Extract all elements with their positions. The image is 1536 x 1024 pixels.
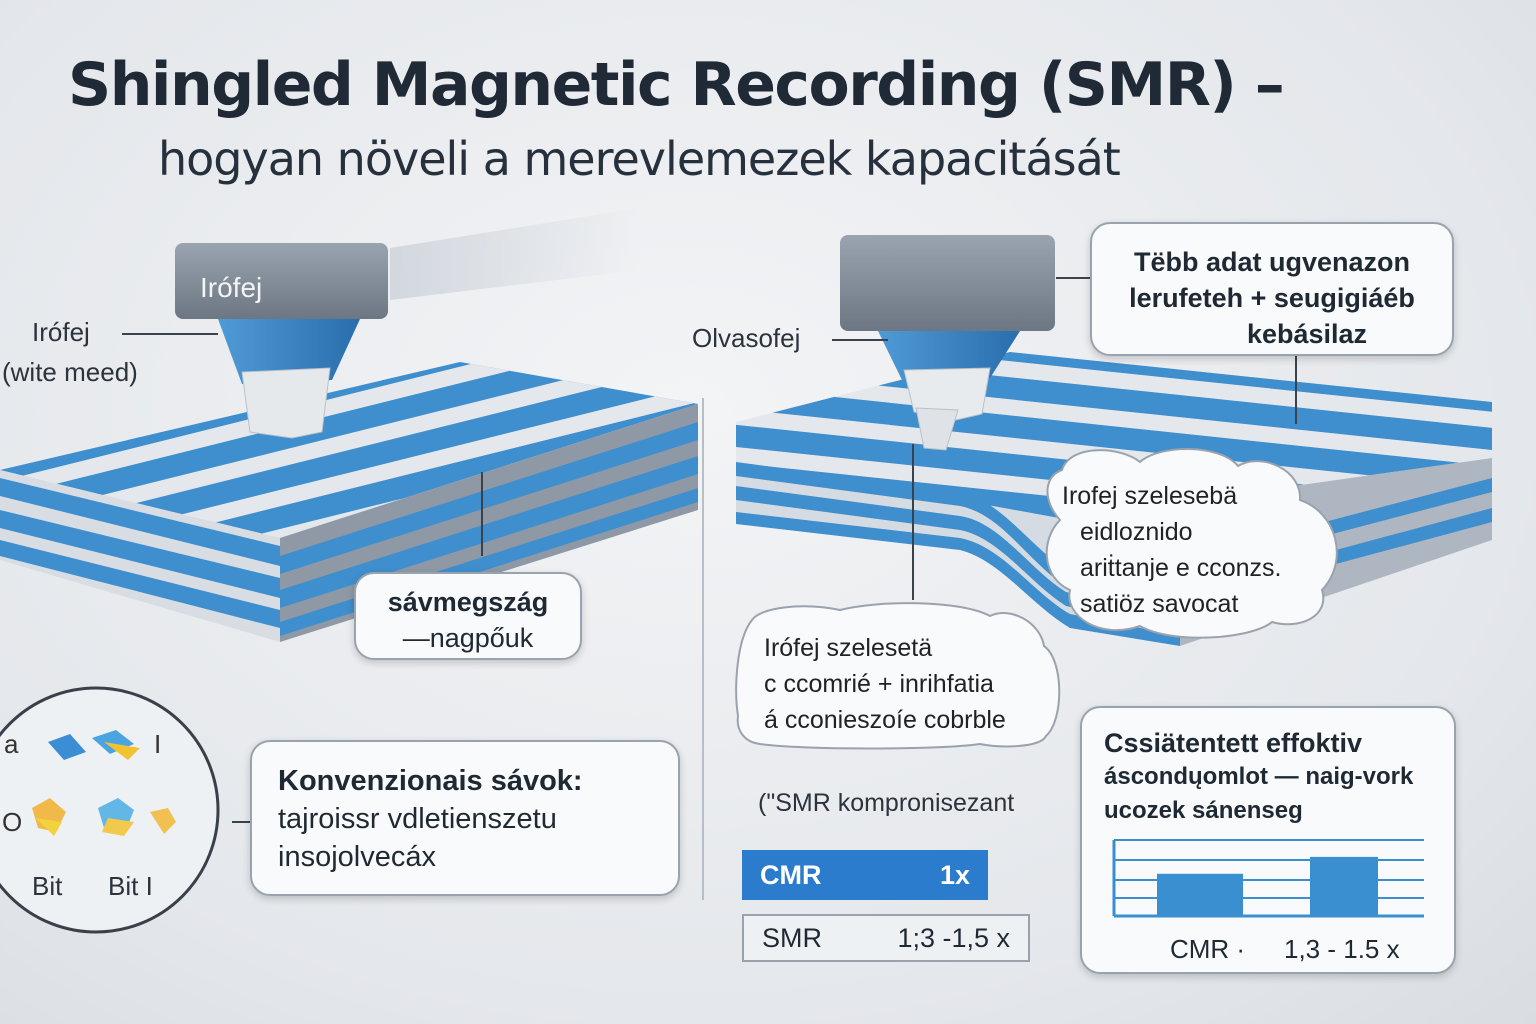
density-line1: Tëbb adat ugvenazon bbox=[1133, 247, 1411, 277]
density-box: Tëbb adat ugvenazon lerufeteh + seugigiá… bbox=[1090, 222, 1454, 356]
write-head-label-sub: (wite meed) bbox=[2, 357, 138, 387]
cloud1-line4: satiöz savocat bbox=[1080, 590, 1239, 618]
write-head-label-name: Irófej bbox=[32, 317, 90, 347]
capacity-line2: áscondųomlot — naig-vork bbox=[1104, 763, 1414, 790]
cloud2-text: Irófej szelesetä c ccomrié + inrihfatia … bbox=[764, 630, 1006, 738]
cloud2-line1: Irófej szelesetä bbox=[764, 634, 933, 662]
smr-row-value: 1;3 -1,5 x bbox=[897, 922, 1010, 953]
density-line3: kebásilaz bbox=[1246, 319, 1368, 349]
capacity-line1: Cssiätentett effoktiv bbox=[1104, 728, 1363, 758]
track-gap-line1: sávmegszág bbox=[387, 587, 549, 617]
conventional-line2: tajroissr vdletienszetu bbox=[278, 803, 557, 835]
density-line2: lerufeteh + seugigiáéb bbox=[1129, 283, 1415, 313]
bit-zoom-circle bbox=[0, 686, 220, 934]
right-read-head bbox=[840, 235, 1055, 451]
conventional-line3: insojolvecáx bbox=[278, 841, 436, 873]
chart-bar-2 bbox=[1310, 856, 1378, 916]
track-gap-box: sávmegszág —nagpőuk bbox=[354, 572, 582, 660]
smr-row: SMR 1;3 -1,5 x bbox=[742, 914, 1030, 962]
smr-row-name: SMR bbox=[762, 922, 822, 953]
zoom-mark-a: a bbox=[4, 729, 19, 759]
left-write-head bbox=[175, 243, 388, 439]
cloud1-line3: ariṫtanje e cconzs. bbox=[1080, 554, 1282, 582]
write-head-label: Irófej bbox=[32, 316, 90, 349]
bit-label-2: Bit I bbox=[108, 871, 153, 901]
smr-note: ("SMR kompronisezant bbox=[758, 789, 1015, 817]
read-head-label: Olvasofej bbox=[692, 323, 801, 353]
cloud-callout-1 bbox=[1045, 447, 1338, 639]
page-subtitle: hogyan növeli a merevlemezek kapacitását bbox=[158, 132, 1121, 186]
head-beam bbox=[390, 208, 640, 300]
head-text: Irófej bbox=[200, 272, 263, 303]
cmr-row-value: 1x bbox=[939, 859, 970, 890]
chart-category-label-1: CMR · bbox=[1170, 934, 1245, 964]
chart-bar-1 bbox=[1157, 873, 1243, 916]
cloud1-line1: Irofej szelesebä bbox=[1062, 482, 1238, 510]
conventional-tracks-box: Konvenzionais sávok: tajroissr vdletiens… bbox=[250, 740, 680, 896]
capacity-line3: ucozek sánenseg bbox=[1104, 797, 1303, 824]
page-title: Shingled Magnetic Recording (SMR) – bbox=[68, 50, 1285, 120]
bit-label-1: Bit bbox=[32, 871, 63, 901]
zoom-mark-i: I bbox=[154, 729, 162, 759]
cloud2-line3: á cconieszoíe cobrble bbox=[764, 706, 1006, 734]
capacity-bar-chart: CMR · 1,3 - 1.5 x bbox=[1112, 839, 1424, 964]
cmr-row-name: CMR bbox=[760, 859, 822, 890]
track-gap-line2: —nagpőuk bbox=[402, 623, 534, 653]
conventional-title: Konvenzionais sávok: bbox=[278, 765, 583, 797]
cloud1-text: Irofej szelesebä eidloznido ariṫtanje e … bbox=[1062, 478, 1282, 622]
cloud1-line2: eidloznido bbox=[1080, 518, 1193, 546]
zoom-mark-o: O bbox=[2, 807, 23, 837]
chart-category-label-2: 1,3 - 1.5 x bbox=[1284, 934, 1400, 964]
cloud-callout-2 bbox=[735, 602, 1061, 750]
cloud2-line2: c ccomrié + inrihfatia bbox=[764, 670, 994, 698]
cmr-row: CMR 1x bbox=[742, 850, 988, 900]
